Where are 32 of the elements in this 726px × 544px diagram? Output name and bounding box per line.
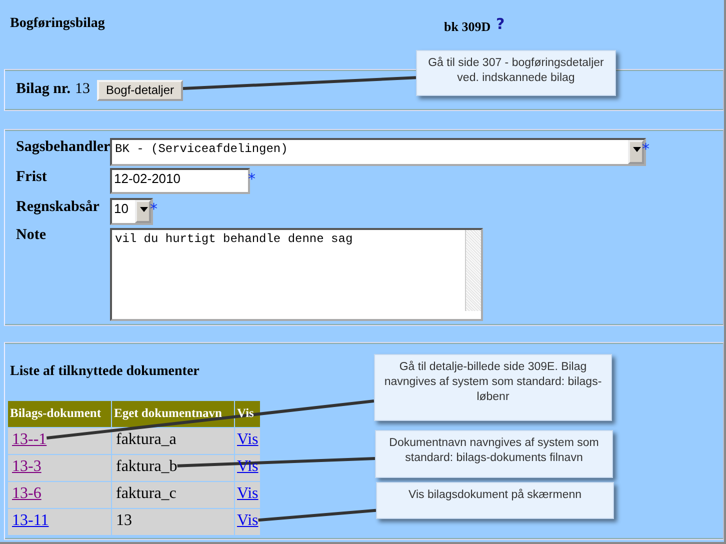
section-heading: Liste af tilknyttede dokumenter [10, 364, 200, 380]
field-value: 13 [75, 81, 90, 98]
column-header: Bilags-dokument [10, 406, 101, 421]
help-icon: ? [496, 15, 505, 33]
callout-box: Dokumentnavn navngives af system som standard: bilags-dokuments filnavn [375, 430, 613, 478]
column-header: Eget dokumentnavn [114, 406, 222, 421]
document-name: faktura_c [116, 485, 176, 503]
document-name: faktura_a [116, 431, 176, 449]
document-name: faktura_b [116, 458, 178, 476]
document-link: 13-11 [12, 512, 49, 530]
leader-line [182, 76, 416, 90]
document-link: 13-3 [12, 458, 42, 476]
callout-box: Vis bilagsdokument på skærmenn [376, 482, 614, 519]
date-input-field: 12-02-2010 [110, 168, 250, 194]
note-text-area: vil du hurtigt behandle denne sag [110, 228, 483, 321]
view-link: Vis [237, 485, 258, 503]
field-label: Bilag nr. [16, 81, 70, 98]
page-title: Bogføringsbilag [10, 16, 105, 32]
details-button: Bogf-detaljer [97, 80, 183, 101]
field-label: Sagsbehandler [16, 139, 110, 156]
field-label: Frist [16, 169, 47, 186]
field-label: Note [16, 227, 46, 244]
view-link: Vis [237, 512, 258, 530]
page-code: bk 309D [444, 19, 491, 35]
field-label: Regnskabsår [16, 199, 100, 216]
callout-box: Gå til side 307 - bogføringsdetaljer ved. indskannede bilag [416, 50, 616, 96]
column-header: Vis [237, 406, 254, 421]
document-name: 13 [116, 512, 132, 530]
callout-box: Gå til detalje-billede side 309E. Bilag navngives af system som standard: bilags-løbenr [374, 354, 612, 421]
view-link: Vis [237, 431, 258, 449]
document-link: 13--1 [12, 431, 47, 449]
document-link: 13-6 [12, 485, 42, 503]
